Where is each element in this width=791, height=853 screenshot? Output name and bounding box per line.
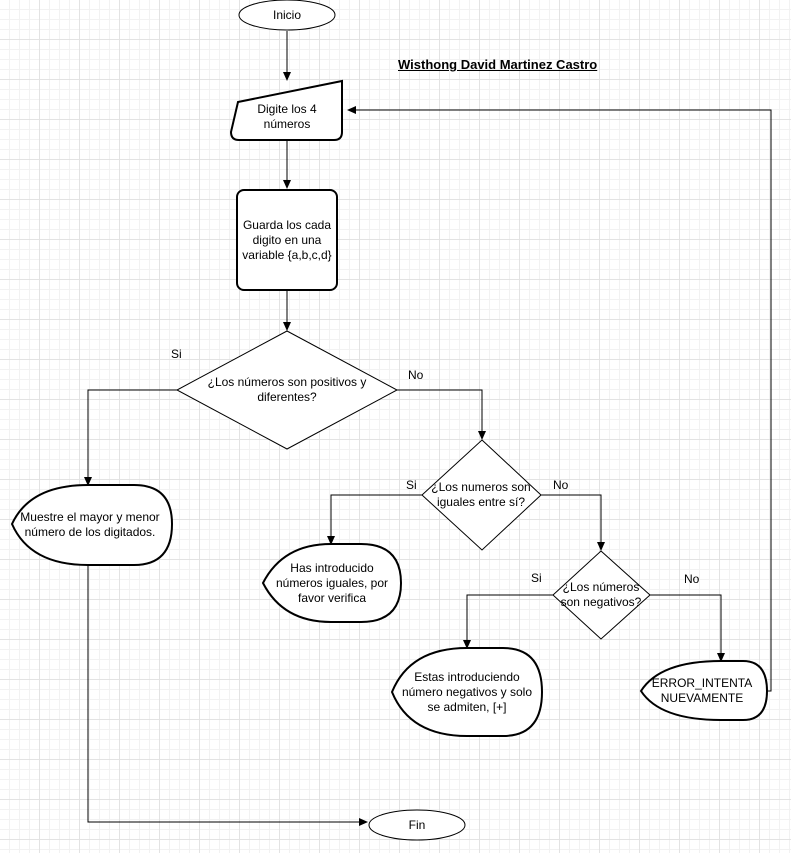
equal-display <box>261 543 403 623</box>
edge-negative-no <box>650 594 725 662</box>
input-label: Digite los 4 números <box>257 102 317 131</box>
edge-result-end <box>87 565 368 826</box>
negative-msg-label: Estas introduciendo número negativos y s… <box>401 669 533 714</box>
negative-decision-label: ¿Los números son negativos? <box>560 580 642 609</box>
edge-equal-yes <box>327 494 422 545</box>
process-box <box>236 189 338 291</box>
equal-decision <box>421 439 542 551</box>
equal-msg-label: Has introducido números iguales, por fav… <box>275 560 389 605</box>
start-label: Inicio <box>272 7 301 22</box>
edge-label-equal-no: No <box>553 478 569 492</box>
negative-display <box>390 647 544 737</box>
end-label: Fin <box>408 817 426 832</box>
result-label: Muestre el mayor y menor número de los d… <box>20 510 160 539</box>
input-shape <box>229 79 343 141</box>
edge-negative-yes <box>463 594 553 649</box>
edge-label-positive-yes: Si <box>171 347 182 361</box>
start-terminal <box>238 0 336 31</box>
store-label: Guarda los cada digito en una variable {… <box>242 217 332 262</box>
positive-decision <box>175 330 399 450</box>
negative-decision <box>552 550 651 640</box>
edge-label-equal-yes: Si <box>406 478 417 492</box>
end-terminal <box>368 809 466 841</box>
equal-decision-label: ¿Los numeros son iguales entre sí? <box>431 480 531 509</box>
error-display <box>639 660 769 721</box>
edge-label-positive-no: No <box>408 368 424 382</box>
author-title: Wisthong David Martinez Castro <box>398 57 598 72</box>
positive-decision-label: ¿Los números son positivos y diferentes? <box>207 375 367 404</box>
edge-label-negative-yes: Si <box>531 571 542 585</box>
edge-positive-no <box>397 389 486 440</box>
error-label: ERROR_INTENTA NUEVAMENTE <box>651 676 753 705</box>
edge-error-loop <box>347 106 772 692</box>
result-display <box>10 484 174 566</box>
edge-equal-no <box>541 494 605 551</box>
edge-label-negative-no: No <box>684 572 700 586</box>
edge-positive-yes <box>84 389 177 486</box>
